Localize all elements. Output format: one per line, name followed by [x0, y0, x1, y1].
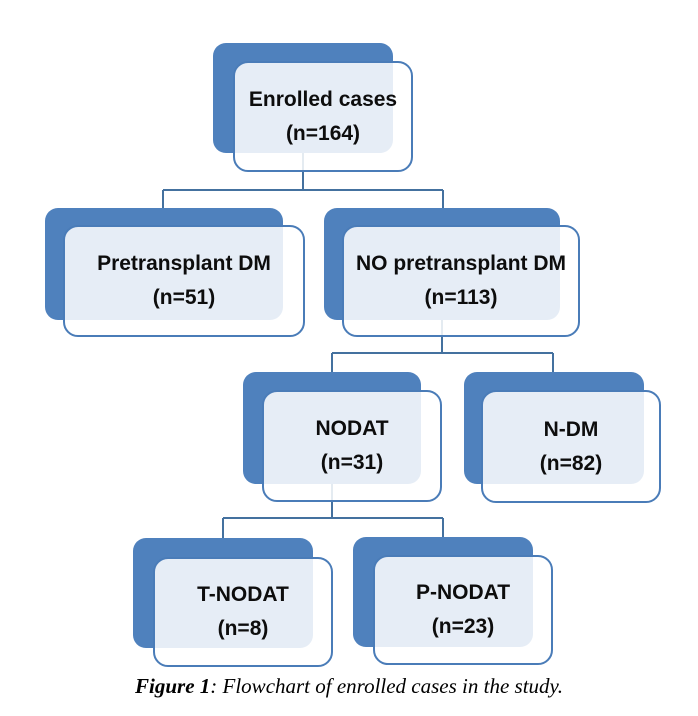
- card: P-NODAT (n=23): [373, 555, 553, 665]
- node-count: (n=23): [431, 615, 495, 638]
- node-count: (n=8): [217, 617, 269, 640]
- caption-label: Figure 1: [135, 674, 211, 698]
- node-count: (n=82): [539, 451, 603, 475]
- node-count: (n=51): [152, 286, 216, 309]
- node-label: N-DM: [543, 417, 599, 441]
- node-label: T-NODAT: [197, 583, 289, 606]
- node-label: P-NODAT: [415, 581, 511, 604]
- node-label: NO pretransplant DM: [355, 252, 567, 275]
- card: Pretransplant DM (n=51): [63, 225, 305, 337]
- card: Enrolled cases (n=164): [233, 61, 413, 172]
- card: N-DM (n=82): [481, 390, 661, 503]
- card: T-NODAT (n=8): [153, 557, 333, 667]
- node-label: NODAT: [315, 417, 389, 440]
- card: NO pretransplant DM (n=113): [342, 225, 580, 337]
- node-count: (n=31): [320, 451, 384, 474]
- node-count: (n=113): [424, 286, 498, 309]
- node-count: (n=164): [285, 121, 361, 145]
- node-label: Pretransplant DM: [97, 252, 271, 275]
- caption-text: : Flowchart of enrolled cases in the stu…: [210, 674, 563, 698]
- node-label: Enrolled cases: [248, 87, 398, 111]
- figure-caption: Figure 1: Flowchart of enrolled cases in…: [0, 674, 698, 699]
- card: NODAT (n=31): [262, 390, 442, 502]
